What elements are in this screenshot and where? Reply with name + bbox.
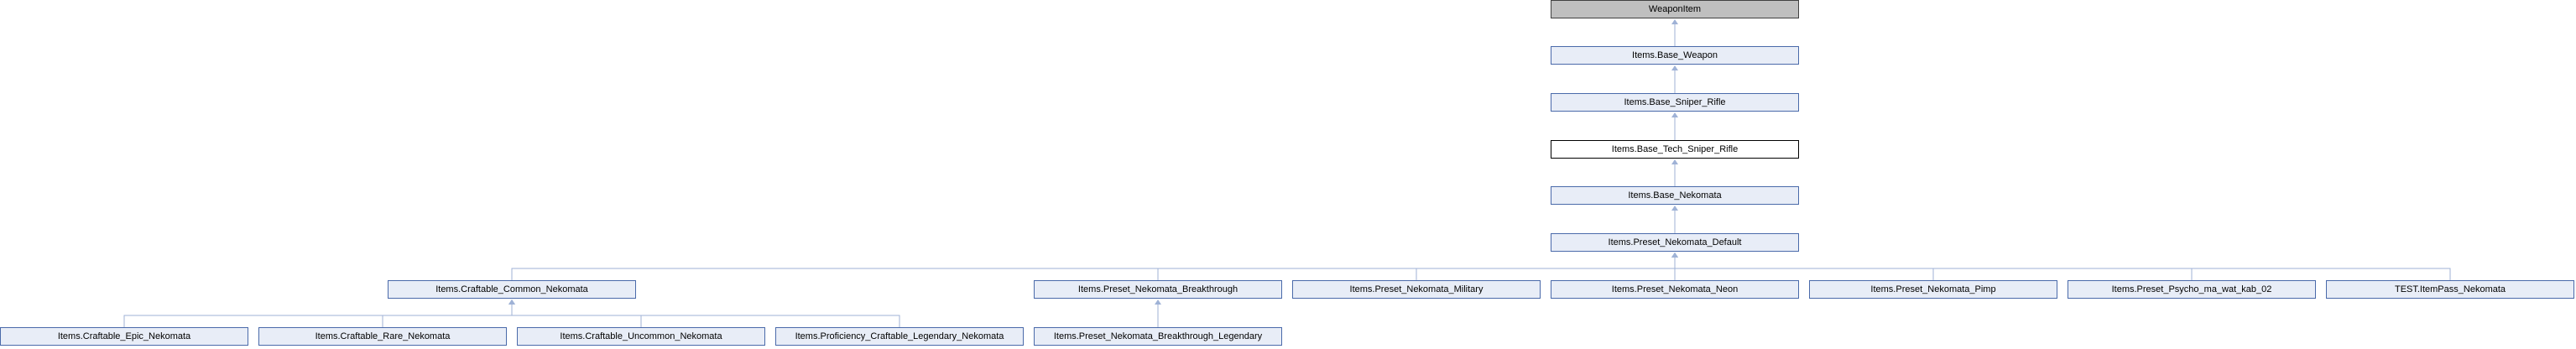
arrowhead-base_weapon: [1671, 19, 1678, 24]
node-preset-nekomata-breakthrough[interactable]: Items.Preset_Nekomata_Breakthrough: [1034, 280, 1282, 299]
node-base-nekomata[interactable]: Items.Base_Nekomata: [1551, 186, 1799, 205]
arrowhead-test_itempass_nekomata: [1671, 253, 1678, 258]
arrowhead-proficiency_craftable_legendary_nekomata: [508, 300, 515, 305]
node-weapon-item[interactable]: WeaponItem: [1551, 0, 1799, 18]
node-preset-nekomata-default[interactable]: Items.Preset_Nekomata_Default: [1551, 233, 1799, 252]
node-proficiency-craftable-legendary-nekomata[interactable]: Items.Proficiency_Craftable_Legendary_Ne…: [775, 327, 1024, 346]
arrowhead-base_tech_sniper_rifle: [1671, 112, 1678, 117]
node-preset-nekomata-military[interactable]: Items.Preset_Nekomata_Military: [1292, 280, 1541, 299]
arrowhead-preset_nekomata_breakthrough_legendary: [1155, 300, 1161, 305]
edge-preset_nekomata_military-to-preset_nekomata_default: [1416, 257, 1676, 280]
edge-test_itempass_nekomata-to-preset_nekomata_default: [1674, 257, 2451, 280]
arrowhead-base_nekomata: [1671, 159, 1678, 164]
edge-craftable_rare_nekomata-to-craftable_common_nekomata: [382, 304, 513, 327]
node-preset-nekomata-neon[interactable]: Items.Preset_Nekomata_Neon: [1551, 280, 1799, 299]
node-preset-psycho-ma-wat-kab-02[interactable]: Items.Preset_Psycho_ma_wat_kab_02: [2068, 280, 2316, 299]
node-craftable-common-nekomata[interactable]: Items.Craftable_Common_Nekomata: [388, 280, 636, 299]
arrowhead-preset_nekomata_default: [1671, 206, 1678, 211]
node-preset-nekomata-breakthrough-legendary[interactable]: Items.Preset_Nekomata_Breakthrough_Legen…: [1034, 327, 1282, 346]
arrowhead-base_sniper_rifle: [1671, 65, 1678, 70]
node-craftable-epic-nekomata[interactable]: Items.Craftable_Epic_Nekomata: [0, 327, 248, 346]
edge-proficiency_craftable_legendary_nekomata-to-craftable_common_nekomata: [511, 304, 900, 327]
node-base-sniper-rifle[interactable]: Items.Base_Sniper_Rifle: [1551, 93, 1799, 112]
node-base-weapon[interactable]: Items.Base_Weapon: [1551, 46, 1799, 65]
node-preset-nekomata-pimp[interactable]: Items.Preset_Nekomata_Pimp: [1809, 280, 2057, 299]
node-base-tech-sniper-rifle[interactable]: Items.Base_Tech_Sniper_Rifle: [1551, 140, 1799, 159]
node-craftable-uncommon-nekomata[interactable]: Items.Craftable_Uncommon_Nekomata: [517, 327, 765, 346]
node-test-itempass-nekomata[interactable]: TEST.ItemPass_Nekomata: [2326, 280, 2574, 299]
node-craftable-rare-nekomata[interactable]: Items.Craftable_Rare_Nekomata: [258, 327, 507, 346]
